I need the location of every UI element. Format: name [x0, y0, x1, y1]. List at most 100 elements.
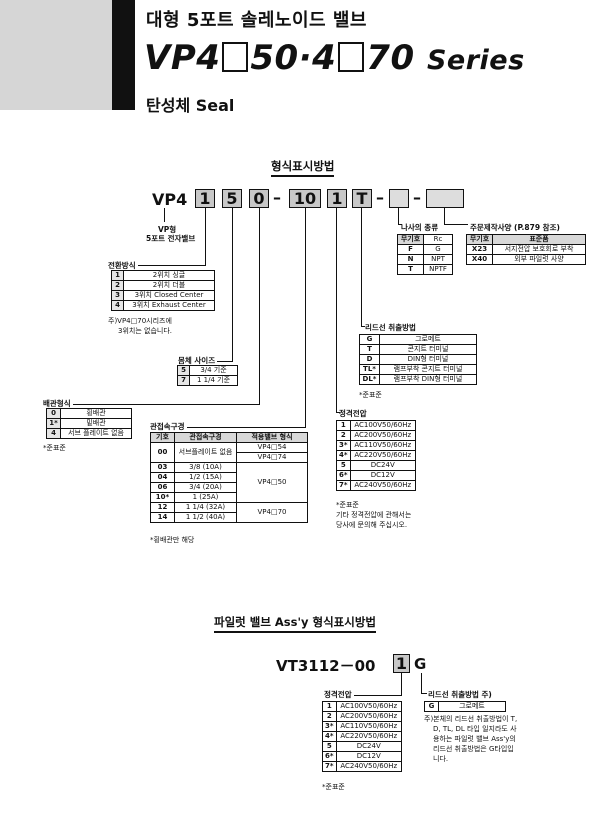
leader-line	[205, 208, 206, 265]
table-cell: 서브플레이트 없음	[174, 442, 237, 463]
table-cell: 2위치 싱글	[123, 270, 215, 281]
table-cell: 횡배관	[60, 408, 132, 419]
table-cell: 7	[177, 375, 190, 386]
code-box-switching: 1	[195, 189, 215, 208]
page-subtitle: 탄성체 Seal	[146, 96, 235, 115]
table-cell: 1 1/2 (40A)	[174, 512, 237, 523]
table-cell: G	[423, 244, 453, 255]
dash: –	[376, 188, 384, 207]
table-cell: AC240V50/60Hz	[335, 761, 403, 772]
table-row: 4*AC220V50/60Hz	[336, 450, 417, 461]
table-cell: G	[359, 334, 380, 345]
table-cell: 12	[150, 502, 175, 513]
table-cell: DC12V	[349, 470, 417, 481]
table-cell: 밑배관	[60, 418, 132, 429]
leader-line	[108, 265, 206, 266]
table-cell: 00	[150, 442, 175, 463]
leader-line	[232, 208, 233, 361]
table-cell: AC100V50/60Hz	[335, 701, 403, 712]
switching-note-1: 주)VP4□70시리즈에	[108, 317, 172, 325]
pilot-voltage-title: 정격전압	[324, 689, 354, 700]
table-cell: VP4□74	[236, 452, 308, 463]
table-cell: VP4□54	[236, 442, 308, 453]
dash: –	[273, 188, 281, 207]
table-header: 관접속구경	[174, 432, 237, 443]
table-cell: G	[424, 701, 439, 712]
pilot-code: VT3112－00	[276, 657, 376, 675]
switching-title: 전환방식	[108, 260, 138, 271]
port-note: *횡배관만 해당	[150, 536, 195, 544]
code-box-thread	[389, 189, 409, 208]
table-cell: 10*	[150, 492, 175, 503]
table-cell: AC220V50/60Hz	[335, 731, 403, 742]
table-cell: 7*	[322, 761, 337, 772]
model-suffix: 70	[366, 38, 415, 78]
table-cell: NPTF	[423, 264, 453, 275]
table-cell: 5	[336, 460, 351, 471]
table-cell: 1	[322, 701, 337, 712]
table-row: DL*램프부착 DIN형 터미널	[359, 374, 477, 385]
table-cell: 3위치 Exhaust Center	[123, 300, 215, 311]
table-cell: DC12V	[335, 751, 403, 762]
table-cell: TL*	[359, 364, 380, 375]
leader-line	[361, 208, 362, 326]
table-row: 6*DC12V	[322, 751, 403, 762]
table-cell: T	[397, 264, 424, 275]
leader-line	[421, 693, 427, 694]
table-cell: 7*	[336, 480, 351, 491]
table-cell: 1	[111, 270, 124, 281]
table-cell: 04	[150, 472, 175, 483]
thread-title: 나사의 종류	[401, 223, 439, 232]
model-mid: 50·4	[250, 38, 337, 78]
option-title: 주문제작사양 (P.879 참조)	[470, 223, 560, 232]
table-cell: T	[359, 344, 380, 355]
leader-line	[150, 427, 306, 428]
model-series: Series	[426, 45, 525, 76]
model-blank-box	[338, 42, 365, 72]
pilot-lead-note-5: 니다.	[433, 755, 449, 763]
table-cell: 3*	[322, 721, 337, 732]
table-cell: 2	[322, 711, 337, 722]
table-cell: 1 (25A)	[174, 492, 237, 503]
table-cell: 06	[150, 482, 175, 493]
voltage-note-2: 기타 정격전압에 관해서는	[336, 511, 412, 519]
table-cell: 1*	[46, 418, 61, 429]
pilot-code-box-voltage: 1	[393, 654, 410, 673]
lead-note: *준표준	[359, 391, 382, 399]
header-black-bar	[112, 0, 135, 110]
leader-line	[43, 404, 260, 405]
model-prefix: VP4	[144, 38, 221, 78]
leader-line	[398, 224, 402, 225]
table-cell: AC110V50/60Hz	[335, 721, 403, 732]
table-cell: 3/4 기준	[189, 365, 238, 376]
voltage-title: 정격전압	[339, 409, 367, 418]
model-title: VP4 50·4 70 Series	[144, 38, 525, 78]
table-cell: X23	[466, 244, 493, 255]
leader-line	[421, 673, 422, 693]
table-cell: X40	[466, 254, 493, 265]
leader-line	[324, 695, 402, 696]
leader-line	[305, 208, 306, 427]
table-cell: DC24V	[335, 741, 403, 752]
table-cell: AC100V50/60Hz	[349, 420, 417, 431]
table-cell: 1/2 (15A)	[174, 472, 237, 483]
table-cell: NPT	[423, 254, 453, 265]
table-cell: 3위치 Closed Center	[123, 290, 215, 301]
